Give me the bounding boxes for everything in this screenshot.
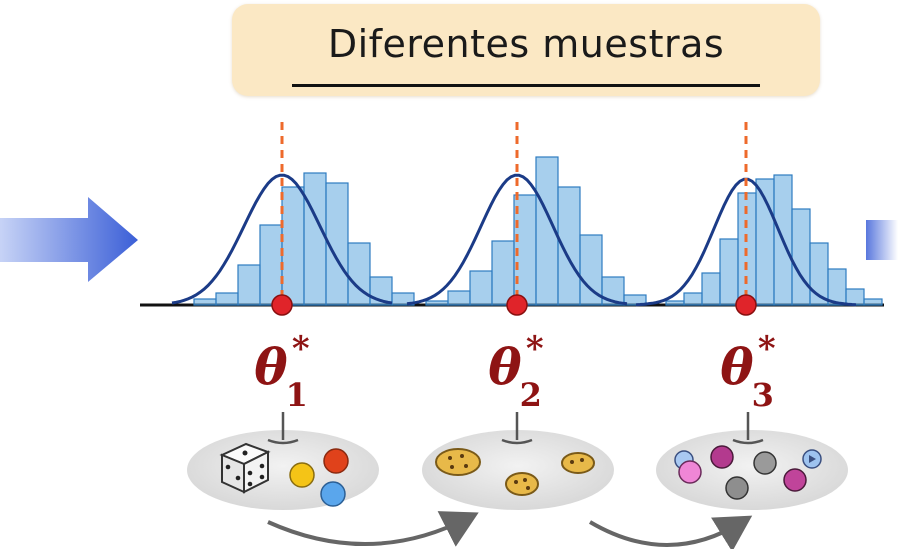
curved-arrow-1 bbox=[267, 511, 479, 547]
theta-label-3: θ3* bbox=[720, 329, 776, 414]
title-box: Diferentes muestras bbox=[232, 4, 820, 96]
histogram-bar bbox=[701, 272, 721, 306]
normal-curve bbox=[406, 173, 628, 306]
histogram-bar bbox=[215, 292, 239, 306]
histogram-bar bbox=[237, 264, 261, 306]
histogram-bar bbox=[259, 224, 283, 306]
histogram-bar bbox=[863, 298, 883, 306]
histogram-bar bbox=[579, 234, 603, 306]
sample-tray-1 bbox=[187, 430, 379, 510]
histogram-bar bbox=[623, 294, 647, 306]
gray-ball-icon bbox=[753, 451, 777, 475]
normal-curve bbox=[171, 173, 393, 305]
histogram-bar bbox=[719, 238, 739, 306]
connector-2 bbox=[501, 412, 533, 445]
curved-arrow-2 bbox=[588, 515, 753, 549]
input-arrow bbox=[0, 197, 138, 282]
purple-ball-icon bbox=[710, 445, 734, 469]
sample-tray-3 bbox=[656, 430, 848, 510]
histogram-1 bbox=[171, 122, 415, 316]
histogram-bar bbox=[193, 298, 217, 306]
histogram-bar bbox=[827, 268, 847, 306]
connector-1 bbox=[267, 412, 299, 445]
connector-3 bbox=[732, 412, 764, 445]
histogram-bar bbox=[303, 172, 327, 306]
estimate-marker bbox=[735, 294, 757, 316]
histogram-bar bbox=[491, 240, 515, 306]
purple-ball-icon bbox=[783, 468, 807, 492]
cookie-icon bbox=[561, 452, 595, 474]
gray-ball-icon bbox=[725, 476, 749, 500]
diagram-title: Diferentes muestras bbox=[327, 22, 725, 66]
blue-ball-icon bbox=[320, 481, 346, 507]
pink-ball-icon bbox=[678, 460, 702, 484]
histogram-bar bbox=[425, 300, 449, 306]
estimate-marker bbox=[271, 294, 293, 316]
cookie-icon bbox=[505, 472, 539, 496]
theta-label-1: θ1* bbox=[254, 329, 310, 414]
histogram-bar bbox=[791, 208, 811, 306]
histogram-3 bbox=[635, 122, 883, 316]
output-arrow bbox=[866, 220, 898, 260]
histogram-bar bbox=[447, 290, 471, 306]
theta-label-2: θ2* bbox=[488, 329, 544, 414]
histogram-bar bbox=[683, 292, 703, 306]
histogram-2 bbox=[406, 122, 647, 316]
estimate-marker bbox=[506, 294, 528, 316]
sample-tray-2 bbox=[422, 430, 614, 510]
yellow-ball-icon bbox=[289, 462, 315, 488]
red-ball-icon bbox=[323, 448, 349, 474]
title-underline bbox=[292, 84, 760, 87]
histogram-bar bbox=[665, 300, 685, 306]
histogram-bar bbox=[469, 270, 493, 306]
histogram-bar bbox=[281, 186, 305, 306]
die-icon bbox=[219, 442, 271, 494]
cookie-icon bbox=[435, 448, 481, 476]
histogram-bar bbox=[845, 288, 865, 306]
histogram-bar bbox=[391, 292, 415, 306]
